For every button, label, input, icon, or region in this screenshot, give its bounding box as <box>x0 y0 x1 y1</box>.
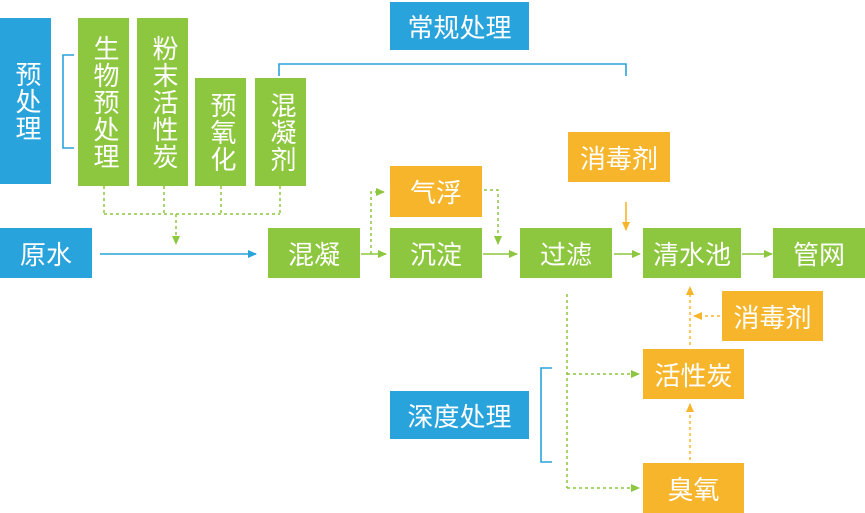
coagulant-box: 混凝剂 <box>255 78 306 186</box>
advanced-label: 深度处理 <box>390 391 529 439</box>
bio-pretreatment-box: 生物预处理 <box>78 18 129 186</box>
air-flotation-box: 气浮 <box>390 166 482 217</box>
disinfectant-right-box: 消毒剂 <box>722 291 823 341</box>
raw-water-box: 原水 <box>0 228 92 278</box>
conventional-bracket <box>278 63 627 76</box>
filtration-box: 过滤 <box>520 228 612 278</box>
pretreatment-label: 预处理 <box>0 18 51 184</box>
pipe-network-box: 管网 <box>773 228 865 278</box>
activated-carbon-box: 活性炭 <box>643 349 744 399</box>
coagulation-box: 混凝 <box>268 228 360 278</box>
conventional-label: 常规处理 <box>390 2 529 50</box>
advanced-bracket <box>540 367 552 463</box>
preoxidation-box: 预氧化 <box>195 78 246 186</box>
pretreatment-bracket <box>62 54 74 149</box>
pac-box: 粉末活性炭 <box>137 18 188 186</box>
disinfectant-top-box: 消毒剂 <box>568 132 670 182</box>
ozone-box: 臭氧 <box>643 463 744 513</box>
sedimentation-box: 沉淀 <box>390 228 482 278</box>
clear-well-box: 清水池 <box>643 228 741 278</box>
